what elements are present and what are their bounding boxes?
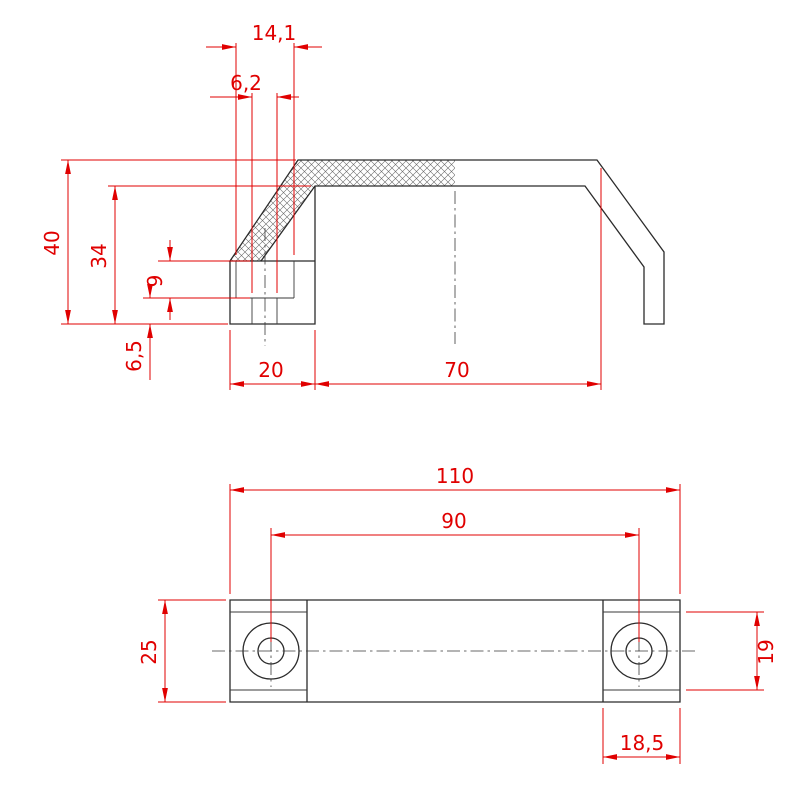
dim-label-base-thickness: 6,5 (122, 340, 146, 372)
dim-label-counterbore-depth: 9 (143, 275, 167, 288)
dim-label-inner-width: 19 (754, 639, 778, 664)
end-block-step-edges (230, 611, 680, 691)
dim-label-hole-dia: 6,2 (230, 71, 262, 95)
left-foot-outline (229, 186, 316, 325)
counterbore-and-hole-lines (235, 261, 295, 324)
dim-label-overall-height: 40 (40, 230, 64, 255)
plan-view: 110 90 25 19 18,5 (137, 464, 778, 764)
dim-label-hole-spacing: 90 (441, 509, 466, 533)
knurl-hatch-bar (298, 160, 455, 186)
side-view: 14,1 6,2 40 34 9 6,5 20 70 (40, 21, 665, 390)
dim-label-foot-length: 20 (258, 358, 283, 382)
dim-label-inner-span: 70 (444, 358, 469, 382)
dim-label-underside-height: 34 (87, 243, 111, 268)
plan-outline (229, 599, 681, 703)
dim-label-overall-length: 110 (436, 464, 474, 488)
handle-profile (228, 159, 665, 325)
dim-label-end-block-length: 18,5 (620, 731, 665, 755)
dim-label-overall-width: 25 (137, 639, 161, 664)
side-view-extension-lines (61, 43, 602, 390)
dim-label-counterbore-dia: 14,1 (252, 21, 297, 45)
